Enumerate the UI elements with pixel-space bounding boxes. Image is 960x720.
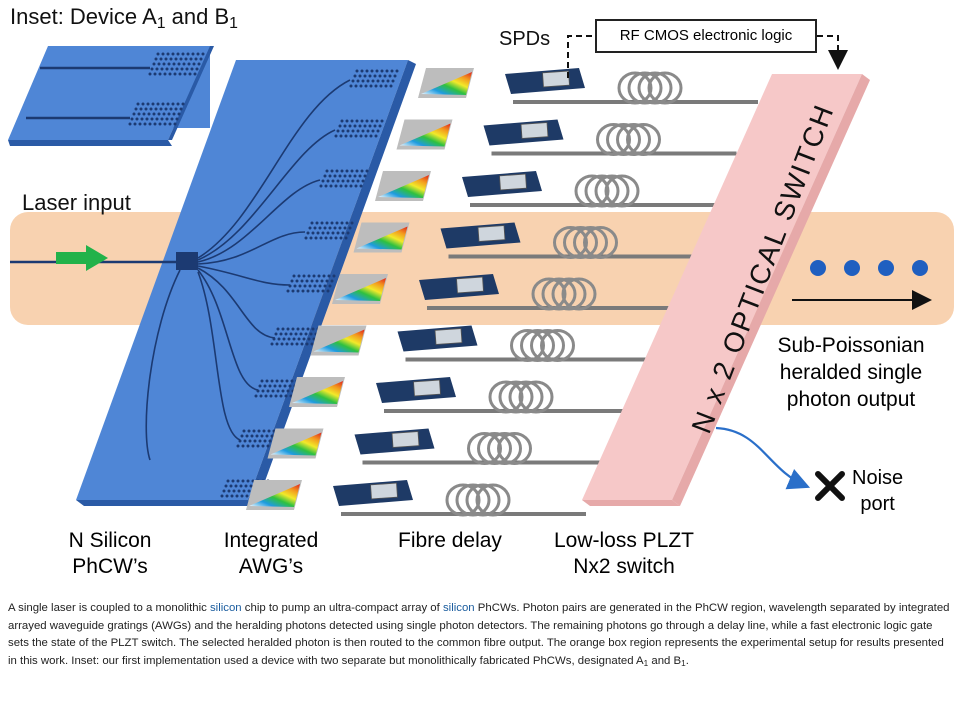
fibre-channel: [376, 377, 629, 414]
output-label: Sub-Poissonian heralded single photon ou…: [746, 332, 956, 413]
output-label-line: Sub-Poissonian: [777, 334, 925, 357]
fibre-channel: [419, 274, 672, 311]
awg-array: [246, 68, 474, 510]
spd-detector-icon: [376, 377, 456, 403]
phcw-dot-array: [304, 221, 354, 240]
awg-label: Integrated AWG’s: [206, 528, 336, 580]
label-line: AWG’s: [238, 555, 304, 578]
optical-switch: [582, 74, 870, 506]
awg-rainbow-icon: [375, 171, 431, 201]
spd-detector-icon: [333, 480, 413, 506]
spd-detector-icon: [462, 171, 542, 197]
silicon-chip: [10, 60, 416, 506]
fibre-coil-icon: [596, 123, 661, 156]
awg-rainbow-icon: [246, 480, 302, 510]
output-label-line: heralded single: [779, 361, 923, 384]
fibre-channel: [505, 68, 758, 105]
fibre-coil-icon: [574, 174, 640, 208]
fibre-delays: [333, 68, 758, 517]
awg-rainbow-icon: [332, 274, 388, 304]
fibre-coil-icon: [553, 226, 618, 259]
spd-detector-icon: [397, 325, 478, 352]
photon-dot-icon: [844, 260, 860, 276]
silicon-link[interactable]: silicon: [442, 602, 475, 614]
inset-title: Inset: Device A1 and B1: [10, 4, 238, 32]
rf-logic-connectors: [567, 35, 848, 78]
awg-rainbow-icon: [267, 428, 324, 459]
silicon-phcw-label: N Silicon PhCW’s: [50, 528, 170, 580]
laser-input-label: Laser input: [22, 190, 131, 215]
noise-port-label: Noise port: [852, 465, 903, 517]
phcw-dot-array: [334, 119, 384, 138]
spd-detector-icon: [354, 428, 435, 455]
inset-dot-array: [148, 52, 205, 76]
fibre-coil-icon: [467, 432, 532, 465]
spd-detector-icon: [419, 274, 499, 300]
spd-detector-icon: [440, 222, 521, 249]
phcw-arrays: [128, 52, 399, 498]
noise-label-line: Noise: [852, 467, 904, 489]
noise-arrow: [715, 426, 811, 490]
photon-dot-icon: [912, 260, 928, 276]
phcw-dot-array: [319, 169, 369, 188]
fibre-coil-icon: [531, 277, 597, 311]
photon-output: [792, 260, 932, 310]
noise-port: [715, 426, 845, 501]
diagram: Inset: Device A1 and B1 Laser input SPDs…: [8, 4, 956, 580]
green-arrow-icon: [56, 245, 108, 271]
photon-dot-icon: [810, 260, 826, 276]
fibre-coil-icon: [445, 483, 511, 517]
label-line: Nx2 switch: [573, 555, 675, 578]
fibre-channel: [483, 119, 737, 156]
label-line: Integrated: [223, 529, 319, 552]
fibre-delay-label: Fibre delay: [380, 528, 520, 554]
fibre-coil-icon: [510, 329, 575, 362]
plzt-switch-label: Low-loss PLZT Nx2 switch: [534, 528, 714, 580]
phcw-dot-array: [349, 69, 399, 88]
spd-detector-icon: [505, 68, 585, 94]
awg-rainbow-icon: [396, 119, 453, 150]
awg-rainbow-icon: [289, 377, 345, 407]
figure-caption: A single laser is coupled to a monolithi…: [8, 602, 950, 668]
photon-dot-icon: [878, 260, 894, 276]
fibre-coil-icon: [488, 380, 554, 414]
fibre-channel: [440, 222, 694, 259]
inset-dot-array: [128, 102, 185, 126]
cross-icon: [815, 471, 845, 501]
fibre-channel: [397, 325, 651, 362]
silicon-link[interactable]: silicon: [209, 602, 242, 614]
label-line: PhCW’s: [72, 555, 148, 578]
phcw-dot-array: [286, 274, 336, 293]
splitter-block: [176, 252, 198, 270]
fibre-channel: [333, 480, 586, 517]
fibre-channel: [462, 171, 715, 208]
label-line: Low-loss PLZT: [553, 529, 695, 552]
spds-label: SPDs: [499, 28, 551, 50]
inset-chip: [8, 46, 214, 146]
label-line: N Silicon: [68, 529, 152, 552]
awg-rainbow-icon: [310, 325, 367, 356]
noise-label-line: port: [860, 493, 895, 515]
fibre-channel: [354, 428, 608, 465]
awg-rainbow-icon: [353, 222, 410, 253]
label-line: Fibre delay: [398, 529, 502, 552]
awg-rainbow-icon: [418, 68, 474, 98]
fibre-coil-icon: [617, 71, 683, 105]
rf-logic-box: RF CMOS electronic logic: [595, 19, 817, 53]
spd-detector-icon: [483, 119, 564, 146]
output-label-line: photon output: [786, 388, 916, 411]
